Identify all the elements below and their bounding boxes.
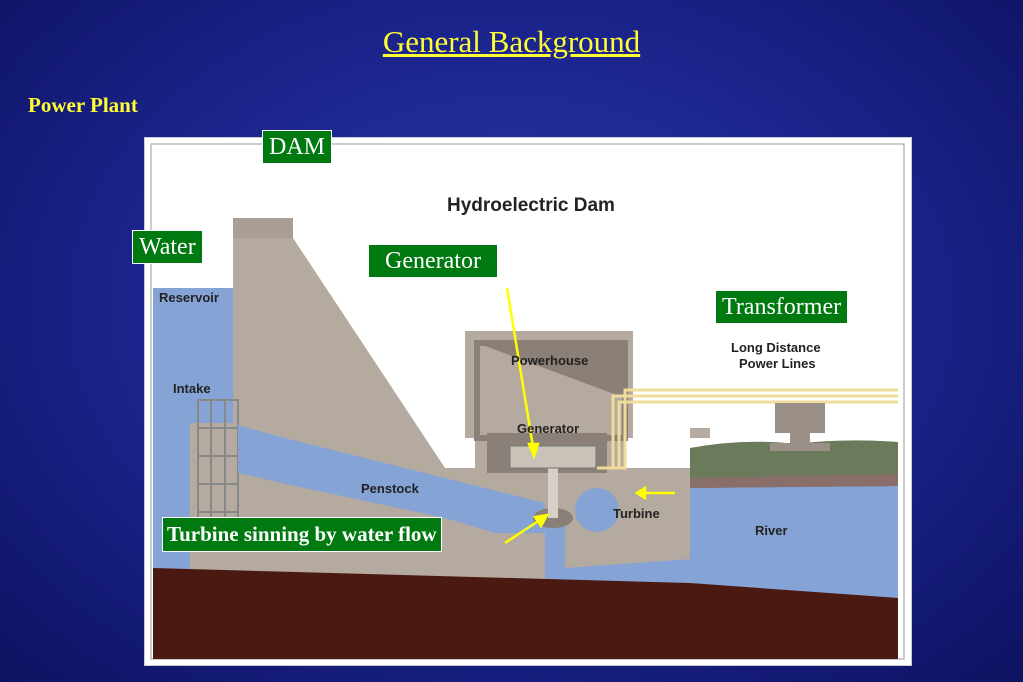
- generator-diagram-label: Generator: [517, 421, 579, 436]
- callout-dam: DAM: [262, 130, 333, 164]
- hydroelectric-dam-diagram: Hydroelectric Dam Reservoir Intake Power…: [144, 137, 912, 666]
- dam-body: [190, 218, 690, 588]
- slide-title: General Background: [382, 24, 641, 59]
- callout-generator: Generator: [368, 244, 498, 278]
- generator-pointer: [505, 287, 536, 454]
- turbine-label: Turbine: [613, 506, 660, 521]
- generator-unit: [509, 445, 597, 469]
- draft-tube: [545, 518, 705, 593]
- callout-turbine: Turbine sinning by water flow: [162, 517, 442, 552]
- slide-subtitle: Power Plant: [28, 93, 138, 117]
- powerhouse-label: Powerhouse: [511, 353, 588, 368]
- callout-transformer: Transformer: [715, 290, 849, 324]
- dam-crest: [233, 218, 293, 238]
- reservoir-label: Reservoir: [159, 290, 219, 305]
- power-lines-label-line2: Power Lines: [739, 356, 816, 371]
- turbine-pointer: [504, 516, 544, 545]
- turbine-housing: [575, 488, 619, 532]
- generator-shaft: [548, 456, 558, 518]
- ground: [153, 568, 898, 659]
- power-lines: [597, 388, 898, 470]
- diagram-heading: Hydroelectric Dam: [447, 195, 615, 216]
- power-lines-label-line1: Long Distance: [731, 340, 821, 355]
- penstock: [238, 425, 545, 533]
- powerhouse-room: [477, 343, 625, 398]
- transformer-tower: [770, 403, 830, 451]
- penstock-label: Penstock: [361, 481, 420, 496]
- river-water: [690, 483, 898, 608]
- river-label: River: [755, 523, 788, 538]
- callout-water: Water: [132, 230, 203, 264]
- intake-label: Intake: [173, 381, 211, 396]
